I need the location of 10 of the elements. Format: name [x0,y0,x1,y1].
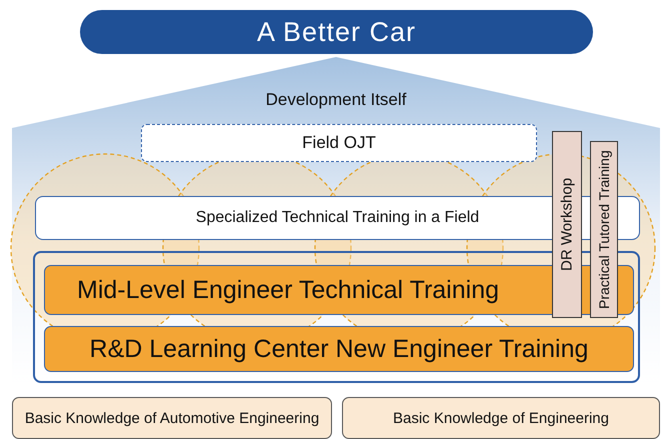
vertical-bar: DR Workshop [552,131,582,318]
dashed-box: Field OJT [141,124,537,162]
roof-band [12,57,660,385]
frame-box [33,251,640,383]
foundation-box: Basic Knowledge of Automotive Engineering [12,397,332,439]
foundation-box: Basic Knowledge of Engineering [342,397,660,439]
training-bar: R&D Learning Center New Engineer Training [44,326,634,372]
goal-banner: A Better Car [80,10,593,54]
vertical-bar: Practical Tutored Training [590,141,618,318]
band-title: Development Itself [264,90,408,110]
